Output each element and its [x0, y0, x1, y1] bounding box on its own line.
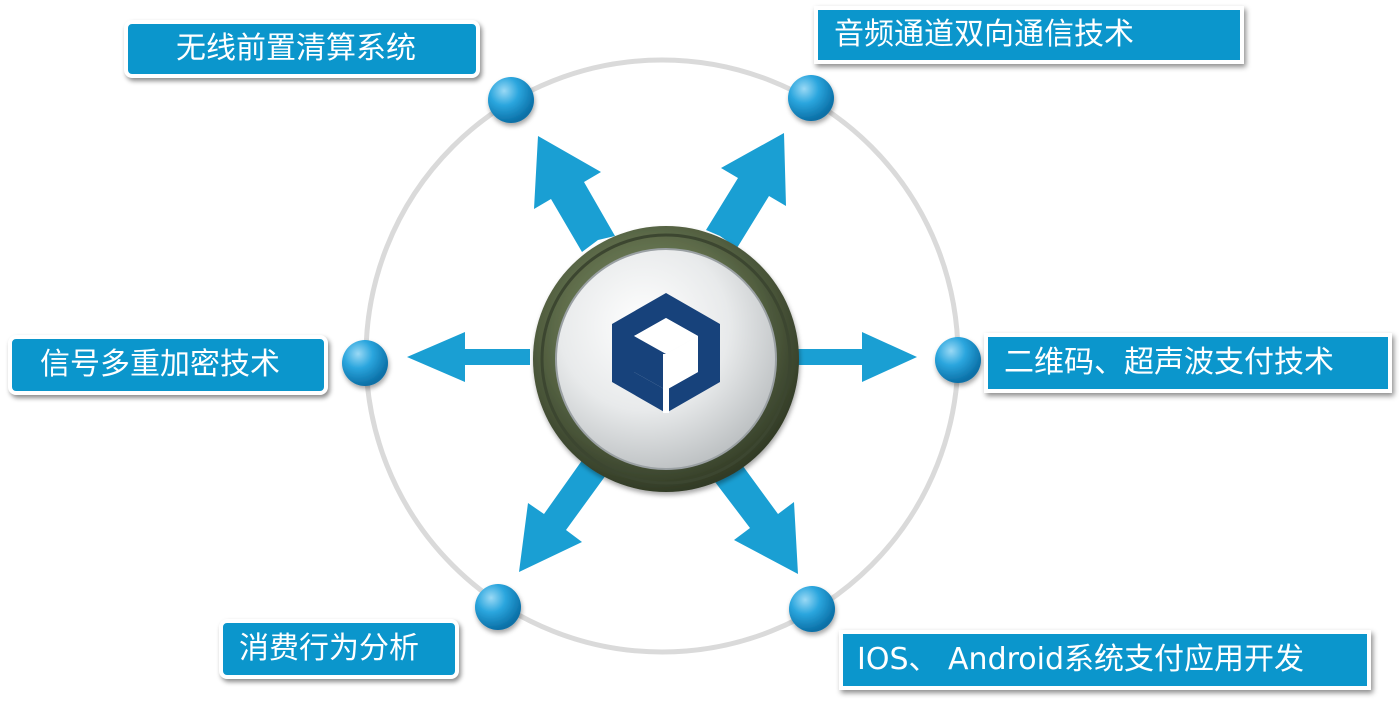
node-dot-top-left	[488, 77, 534, 123]
node-dot-bottom-left	[475, 584, 521, 630]
label-bottom-left: 消费行为分析	[219, 619, 459, 679]
arrow-bottom-right	[712, 462, 798, 574]
label-bottom-left-text: 消费行为分析	[239, 631, 419, 666]
label-bottom-right: IOS、 Android系统支付应用开发	[839, 630, 1371, 690]
arrow-top-right	[706, 133, 786, 248]
node-dot-middle-right	[935, 337, 981, 383]
label-middle-left: 信号多重加密技术	[8, 335, 328, 395]
center-hub	[533, 226, 799, 492]
label-top-left: 无线前置清算系统	[124, 20, 480, 78]
arrow-top-left	[534, 136, 615, 252]
arrow-right	[796, 332, 917, 382]
hexagonal-cube-logo-icon	[612, 293, 720, 413]
node-dot-top-right	[788, 75, 834, 121]
node-dot-bottom-right	[789, 586, 835, 632]
arrow-left	[407, 332, 530, 382]
label-bottom-right-text: IOS、 Android系统支付应用开发	[857, 642, 1305, 677]
label-top-right: 音频通道双向通信技术	[814, 6, 1244, 64]
label-top-left-text: 无线前置清算系统	[176, 31, 416, 66]
node-dot-middle-left	[342, 340, 388, 386]
label-middle-right: 二维码、超声波支付技术	[984, 333, 1392, 393]
label-top-right-text: 音频通道双向通信技术	[834, 17, 1134, 52]
label-middle-left-text: 信号多重加密技术	[40, 347, 280, 382]
arrow-bottom-left	[519, 459, 606, 572]
label-middle-right-text: 二维码、超声波支付技术	[1004, 345, 1334, 380]
